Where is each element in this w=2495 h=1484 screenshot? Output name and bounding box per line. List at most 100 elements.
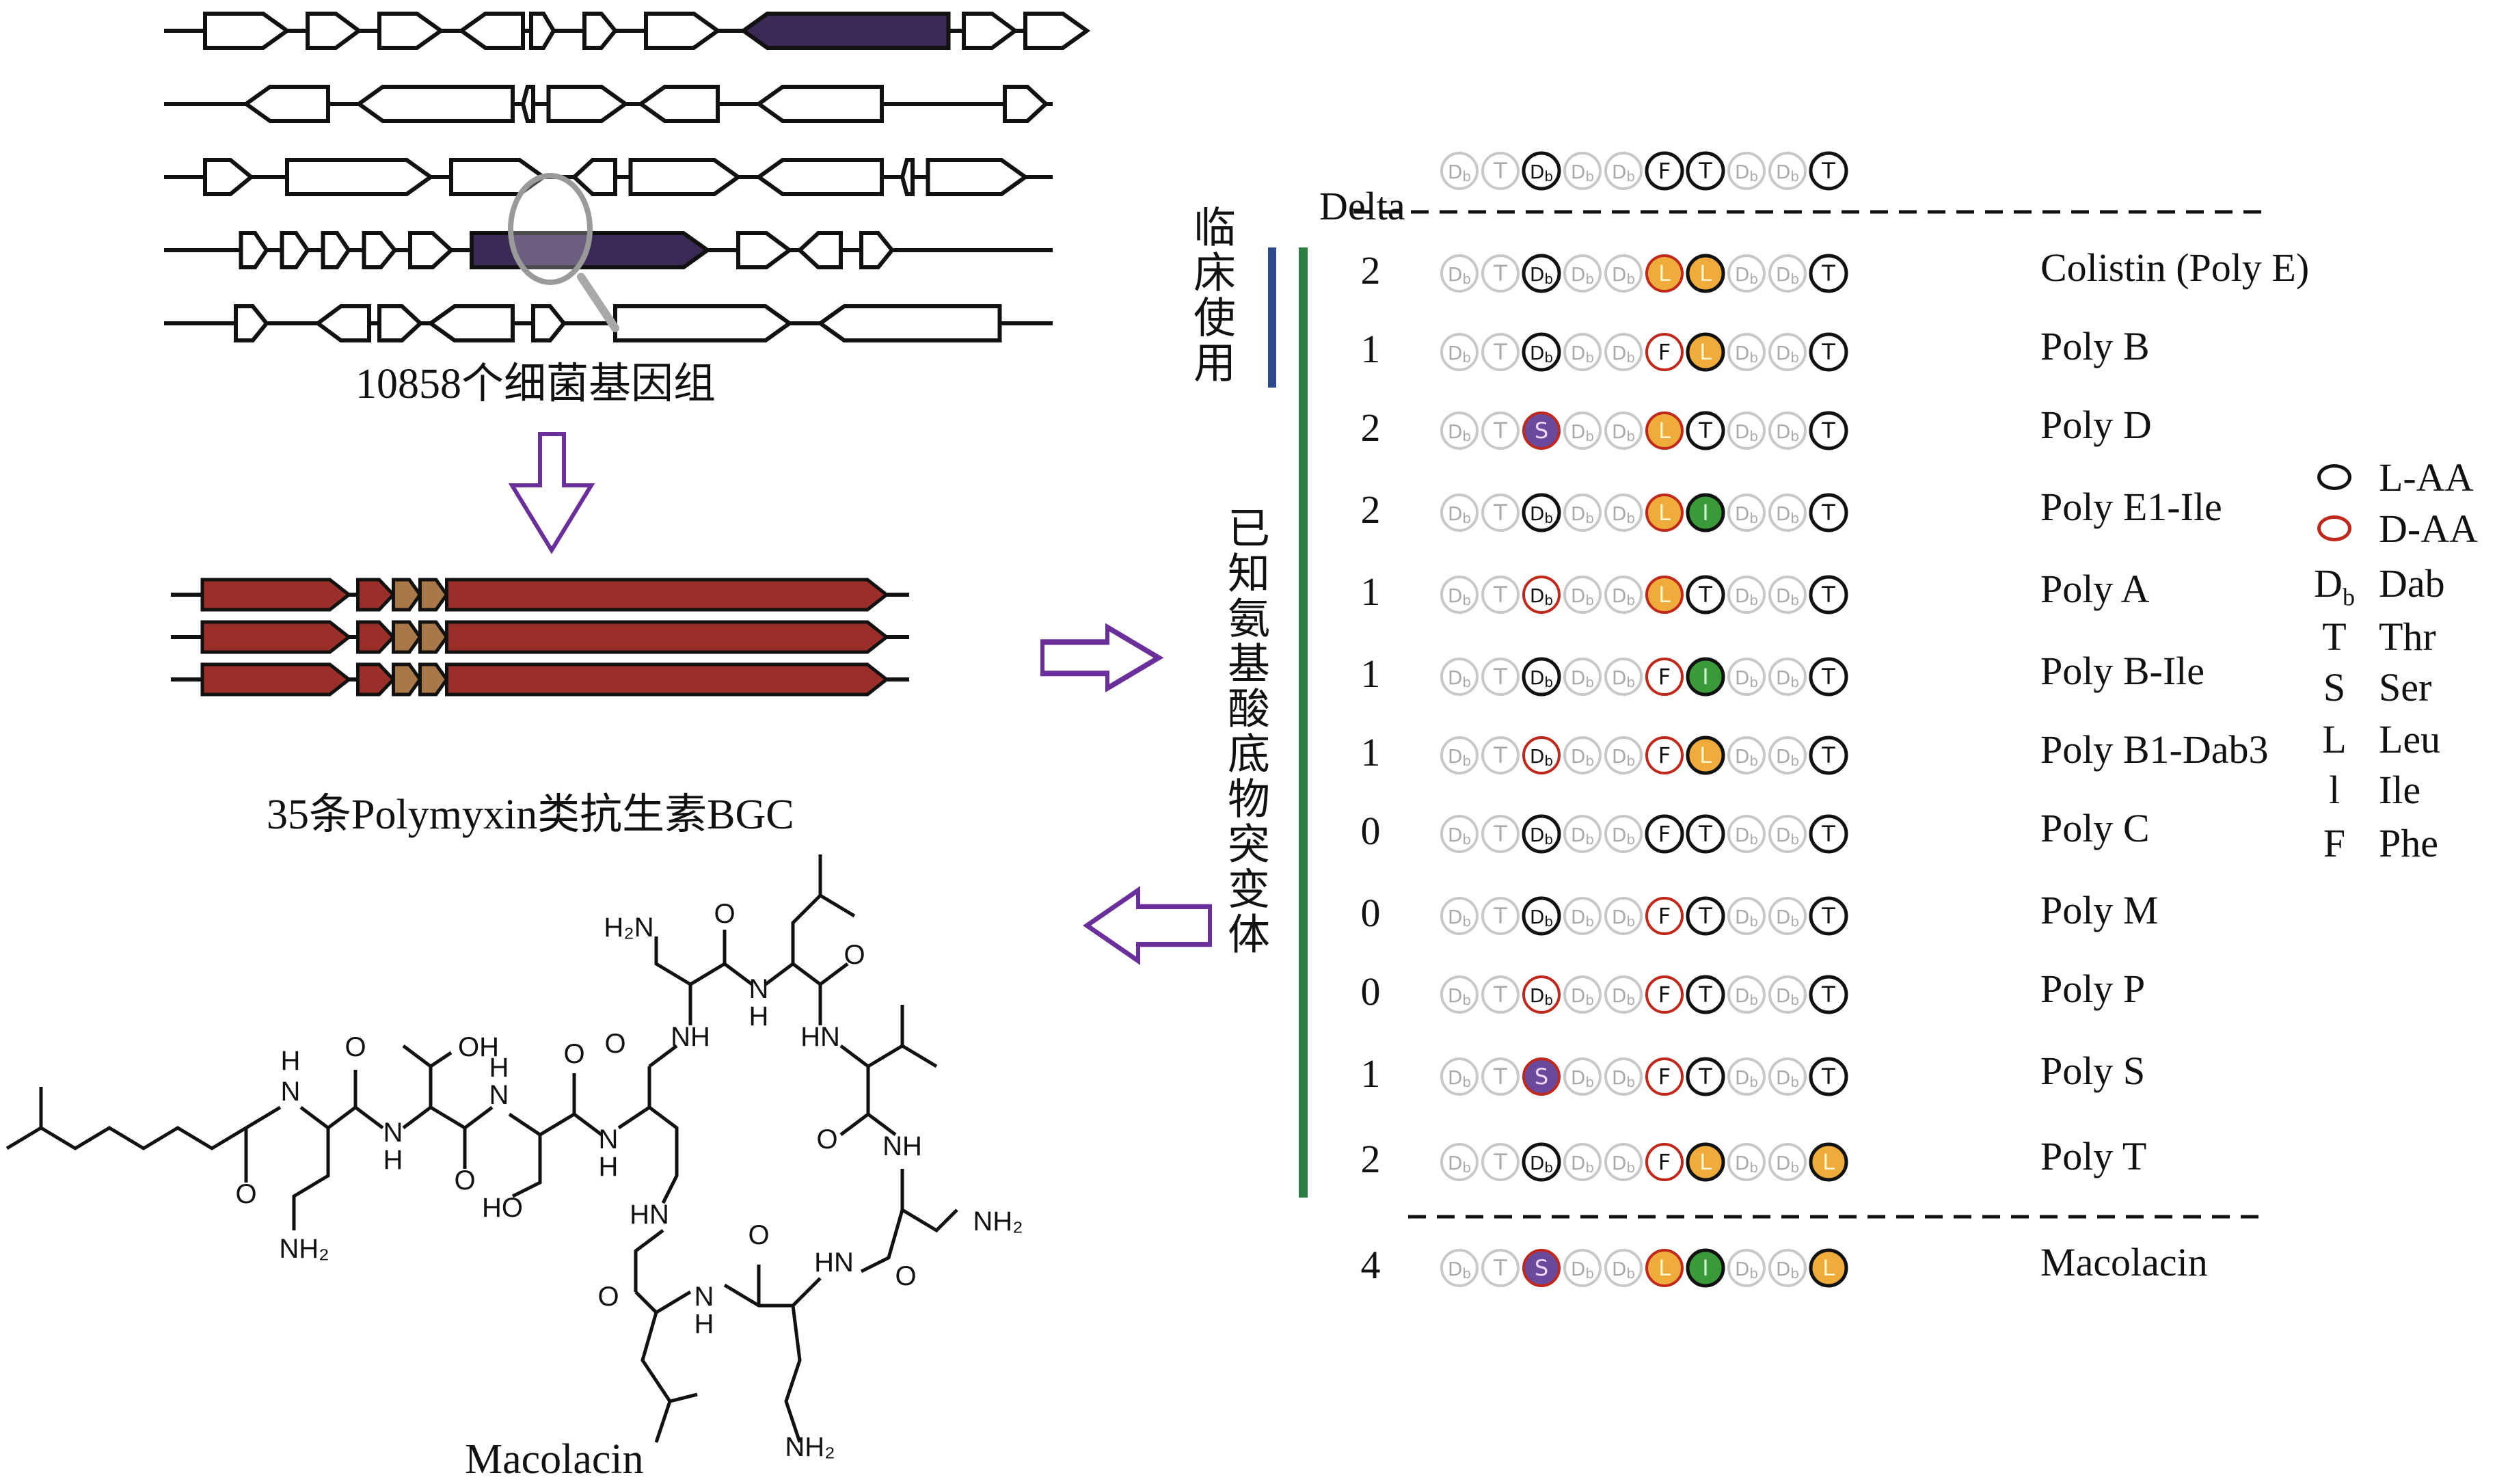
genomes-caption: 10858个细菌基因组: [355, 361, 716, 407]
residue-db: Db: [1727, 1249, 1766, 1287]
svg-text:T: T: [1493, 664, 1507, 690]
gene-arrow: [1023, 12, 1091, 50]
legend-label: Ile: [2379, 768, 2421, 812]
svg-text:L: L: [1658, 260, 1671, 286]
delta-value: 1: [1360, 730, 1381, 774]
compound-name: Poly T: [2040, 1134, 2147, 1178]
residue-db: Db: [1440, 1143, 1479, 1181]
svg-text:F: F: [1658, 339, 1671, 365]
residue-db: Db: [1604, 152, 1643, 190]
atom-label: O: [597, 1282, 619, 1312]
residue-t: T: [1686, 896, 1725, 936]
atom-label: HO: [482, 1193, 523, 1223]
residue-l: L: [1645, 254, 1684, 293]
bond: [723, 1277, 822, 1308]
residue-db: Db: [1727, 576, 1766, 614]
residue-db: Db: [1440, 975, 1479, 1014]
atom-label: O: [563, 1039, 584, 1069]
residue-db: Db: [1522, 493, 1561, 532]
compound-name: Poly P: [2040, 967, 2146, 1011]
l-aa-circle-icon: [2307, 455, 2362, 490]
compound-name: Poly S: [2040, 1049, 2146, 1093]
gene-arrow: [644, 12, 722, 50]
delta-value: 1: [1360, 1051, 1381, 1096]
residue-t: T: [1809, 814, 1848, 854]
residue-t: T: [1481, 975, 1520, 1014]
svg-text:Db: Db: [1571, 666, 1594, 690]
atom-label: HN: [630, 1200, 669, 1230]
residue-db: Db: [1563, 494, 1602, 532]
svg-text:Db: Db: [1571, 263, 1594, 287]
residue-db: Db: [1563, 897, 1602, 935]
atom-label: N: [694, 1282, 714, 1312]
residue-f: F: [1645, 151, 1684, 191]
compound-name: Poly C: [2040, 806, 2150, 850]
legend-label: D-AA: [2379, 507, 2478, 551]
bgc-gene: [418, 578, 449, 612]
svg-text:F: F: [1658, 821, 1671, 847]
residue-t: T: [1481, 1249, 1520, 1287]
delta-value: 2: [1360, 1137, 1381, 1181]
delta-value: 4: [1360, 1243, 1381, 1287]
residue-db: Db: [1768, 152, 1807, 190]
residue-s: S: [1522, 412, 1561, 450]
svg-text:T: T: [1698, 982, 1712, 1008]
gene-arrow: [859, 231, 895, 269]
residue-i: I: [1686, 493, 1725, 532]
svg-text:Db: Db: [1571, 984, 1594, 1008]
residue-db: Db: [1768, 975, 1807, 1014]
residue-db: Db: [1604, 412, 1643, 450]
residue-t: T: [1481, 412, 1520, 450]
residue-db: Db: [1563, 333, 1602, 371]
svg-text:Db: Db: [1571, 161, 1594, 185]
residue-db: Db: [1604, 333, 1643, 371]
residue-l: L: [1809, 1142, 1848, 1182]
atom-label: N: [599, 1124, 619, 1155]
delta-value: 0: [1360, 809, 1381, 853]
bond: [245, 1105, 282, 1130]
residue-i: I: [1686, 657, 1725, 697]
left-arrow-icon: [1082, 886, 1212, 965]
residue-t: T: [1809, 657, 1848, 697]
svg-text:T: T: [1698, 1064, 1712, 1090]
svg-text:T: T: [1698, 821, 1712, 847]
atom-label: H: [749, 1001, 769, 1031]
gene-arrow: [531, 304, 567, 342]
svg-text:T: T: [1821, 582, 1835, 608]
residue-db: Db: [1522, 814, 1561, 854]
svg-text:S: S: [1535, 1255, 1548, 1281]
atom-label: O: [714, 899, 735, 929]
residue-t: T: [1809, 975, 1848, 1014]
svg-text:T: T: [1821, 903, 1835, 929]
svg-text:Db: Db: [1612, 666, 1635, 690]
bgc-gene: [445, 620, 890, 654]
bond: [791, 893, 856, 964]
gene-arrow: [520, 85, 535, 123]
svg-text:T: T: [1493, 582, 1507, 608]
gene-arrow: [408, 231, 455, 269]
svg-text:Db: Db: [1448, 1258, 1471, 1282]
svg-text:L: L: [1658, 418, 1671, 444]
atom-label: NH₂: [973, 1206, 1023, 1237]
residue-t: T: [1809, 151, 1848, 191]
right-arrow-icon: [1040, 623, 1164, 693]
atom-label: NH: [671, 1022, 710, 1052]
gene-arrow: [736, 231, 794, 269]
delta-value: 1: [1360, 651, 1381, 696]
residue-t: T: [1809, 1057, 1848, 1096]
svg-text:T: T: [1821, 418, 1835, 444]
legend-symbol: l: [2328, 768, 2341, 812]
gene-arrow: [321, 231, 351, 269]
atom-label: H: [489, 1053, 509, 1083]
gene-arrow: [457, 12, 525, 50]
residue-t: T: [1809, 896, 1848, 936]
group-bar-clinical: [1268, 247, 1276, 388]
residue-i: I: [1686, 1248, 1725, 1288]
svg-text:T: T: [1493, 418, 1507, 444]
bgc-gene: [392, 620, 422, 654]
gene-arrow: [755, 158, 884, 196]
residue-s: S: [1522, 1057, 1561, 1096]
svg-text:T: T: [1821, 339, 1835, 365]
residue-db: Db: [1604, 1143, 1643, 1181]
bond: [860, 1209, 904, 1273]
